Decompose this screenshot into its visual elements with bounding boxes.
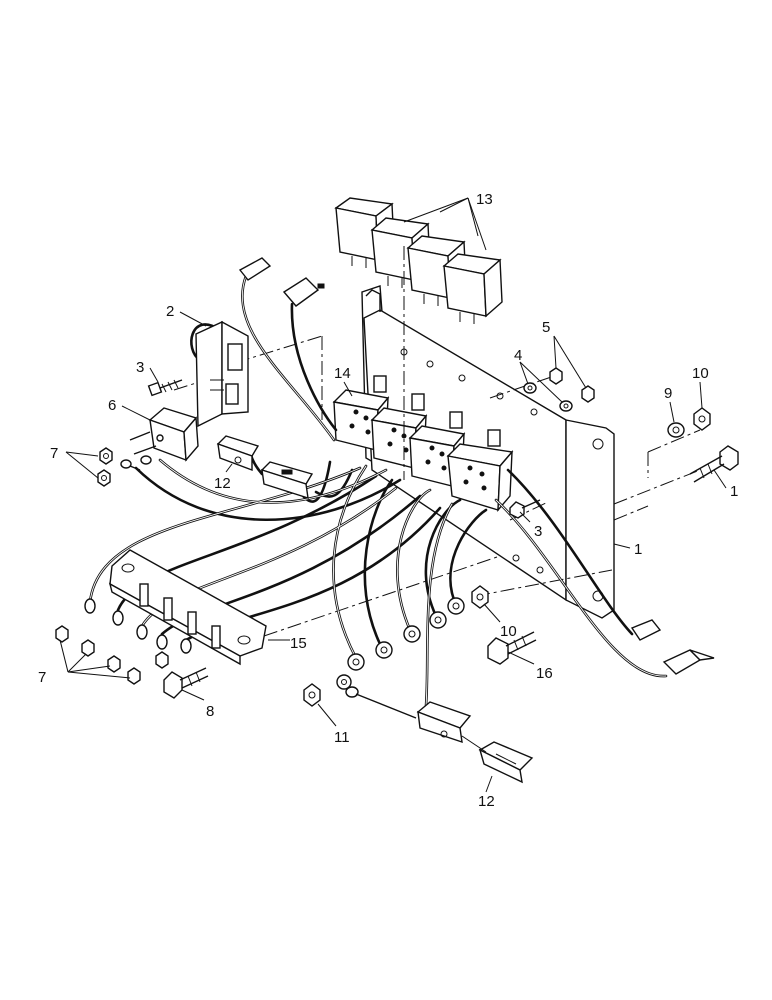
callout-10-upper: 10: [692, 365, 709, 382]
callout-13: 13: [476, 191, 493, 208]
relay-2: [370, 217, 431, 288]
callout-7-lower: 7: [38, 669, 46, 686]
callout-14: 14: [334, 365, 351, 382]
bolt-16: [487, 631, 537, 665]
relay-socket-set: [332, 375, 514, 512]
screw-3-lower: [509, 499, 541, 519]
connector-12-lower: [416, 701, 534, 784]
leader-lines: [59, 197, 727, 793]
terminal-lugs-left: [55, 598, 192, 685]
washer-9: [667, 422, 685, 438]
callout-3-lower: 3: [534, 523, 542, 540]
callout-7-upper: 7: [50, 445, 58, 462]
connector-12-upper: [216, 435, 314, 500]
terminal-block: [108, 549, 267, 666]
callout-12-upper: 12: [214, 475, 231, 492]
callout-16: 16: [536, 665, 553, 682]
bolt-1: [689, 445, 739, 483]
callout-8: 8: [206, 703, 214, 720]
callout-3-upper: 3: [136, 359, 144, 376]
washers-4-5: [523, 367, 595, 412]
right-connectors: [630, 619, 715, 675]
callout-10-lower: 10: [500, 623, 517, 640]
nut-10-upper: [693, 407, 711, 431]
relay-4: [442, 253, 503, 324]
top-connectors: [238, 257, 325, 307]
nuts-7-upper: [97, 447, 152, 487]
callout-5: 5: [542, 319, 550, 336]
nut-11: [303, 674, 417, 719]
callout-1-bracket: 1: [634, 541, 642, 558]
callout-15: 15: [290, 635, 307, 652]
fuse-holder: [195, 320, 249, 428]
nut-10-lower: [471, 585, 489, 609]
relay-set: [334, 197, 503, 324]
bolt-8: [163, 667, 209, 699]
screw-3-upper: [147, 379, 183, 397]
callout-2: 2: [166, 303, 174, 320]
callout-11: 11: [334, 729, 350, 746]
relay-socket-4: [446, 429, 514, 512]
callout-6: 6: [108, 397, 116, 414]
callout-9: 9: [664, 385, 672, 402]
callout-4: 4: [514, 347, 522, 364]
ring-terminals-center: [347, 597, 465, 671]
callout-1-lower: 1: [730, 483, 738, 500]
callout-12-lower: 12: [478, 793, 495, 810]
circuit-breaker: [129, 407, 199, 462]
callout-labels: 1 1 2 3 3 4 5 6 7 7 8 9 10 10 11 12 12 1…: [38, 191, 738, 810]
